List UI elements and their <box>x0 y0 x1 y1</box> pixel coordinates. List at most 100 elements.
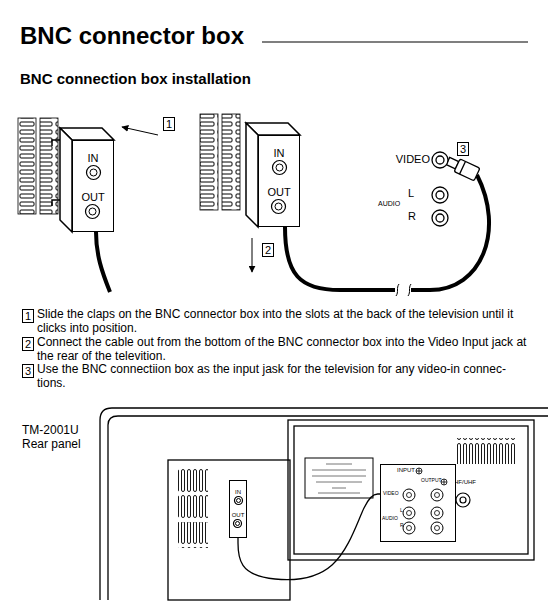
input-panel: INPUTOUTPUTVIDEOLAUDIOR <box>380 464 456 542</box>
step-number: 3 <box>22 364 34 378</box>
jack-label: IN <box>88 152 99 164</box>
jack-group: OUT <box>267 186 290 215</box>
jack-ring <box>403 507 415 519</box>
jack-center <box>407 493 412 498</box>
step-text: Slide the claps on the BNC connector box… <box>37 308 532 336</box>
rca-jacks-part <box>436 214 444 222</box>
jack-label: VIDEO <box>370 153 430 166</box>
notice-plate-part <box>312 464 366 493</box>
step-number: 2 <box>22 337 34 351</box>
jack-group: IN <box>271 147 288 176</box>
notice-plate-part-part <box>326 464 352 465</box>
bnc-jack <box>85 164 102 181</box>
rca-jacks-part <box>436 156 444 164</box>
step-text: Use the BNC connectiion box as the input… <box>37 363 532 391</box>
title-rule <box>262 42 528 43</box>
tv-rear-outline-part <box>100 408 548 600</box>
rca-jack <box>431 522 443 534</box>
jack-ring <box>272 161 286 175</box>
section-heading: BNC connection box installation <box>20 70 251 87</box>
jack-ring <box>86 166 100 180</box>
jack-ring <box>431 522 443 534</box>
bnc-box-body-left <box>52 128 114 232</box>
jack-center <box>236 499 240 503</box>
jack-label: R <box>408 210 416 223</box>
tv-slots-middle-part <box>200 114 218 210</box>
callout-number: 1 <box>163 117 175 131</box>
video-cable <box>285 175 489 290</box>
jack-center <box>236 522 240 526</box>
jack-center <box>435 511 440 516</box>
notice-plate-part <box>305 458 373 498</box>
notice-plate <box>305 458 373 498</box>
jack-ring <box>403 522 415 534</box>
jack-center <box>407 526 412 531</box>
jack-label: VIDEO <box>383 491 399 497</box>
rca-jack <box>403 507 415 519</box>
jack-center <box>90 169 97 176</box>
video-plug-part <box>454 159 480 181</box>
vents-part <box>455 438 515 464</box>
bnc-connector-box: INOUT <box>229 480 247 538</box>
callout-number: 3 <box>457 142 469 156</box>
step-text: Connect the cable out from the bottom of… <box>37 336 532 364</box>
callout-number: 2 <box>262 243 274 257</box>
tv-slots-left-part <box>18 118 36 214</box>
notice-plate-part-part <box>316 482 362 483</box>
jack-center <box>276 164 283 171</box>
rca-jacks-part <box>432 187 448 203</box>
jack-group: IN <box>85 152 102 181</box>
jack-label: AUDIO <box>378 200 400 208</box>
panel-jacks <box>381 465 457 543</box>
tv-rear-outline-part <box>294 426 528 554</box>
video-cable-part <box>411 175 489 290</box>
vhf-uhf-jack <box>456 493 470 507</box>
bnc-box-body-left-part <box>52 140 60 206</box>
ground-symbol <box>416 468 422 474</box>
notice-plate-part-part <box>332 488 346 489</box>
bnc-jack <box>84 203 101 220</box>
cable-left-part <box>96 232 110 292</box>
vents-part <box>178 466 208 518</box>
jack-label: OUTPUT <box>421 478 442 484</box>
symbol-ring <box>441 479 447 485</box>
step-number: 1 <box>22 309 34 323</box>
jack-ring <box>234 497 242 505</box>
notice-plate-part-part <box>312 476 366 477</box>
jack-ring <box>403 489 415 501</box>
jack-group: OUT <box>81 191 104 220</box>
symbol-ring <box>416 468 422 474</box>
cable-break-part <box>408 284 411 296</box>
jack-label: AUDIO <box>382 516 398 522</box>
page-title: BNC connector box <box>20 22 244 50</box>
jack-ring <box>272 199 286 213</box>
jack-label: INPUT <box>397 467 415 474</box>
down-arrow <box>252 238 253 272</box>
video-cable-part <box>285 227 395 290</box>
jack-ring <box>431 507 443 519</box>
jack-label: R <box>400 523 404 529</box>
down-arrow-part <box>252 238 253 272</box>
tv-slots-middle-part <box>222 114 240 210</box>
bnc-box-body-middle <box>246 123 300 227</box>
jack-label: OUT <box>232 512 245 519</box>
bnc-connector-box: IN OUT <box>258 135 300 227</box>
cable-left <box>96 232 110 292</box>
video-plug-part <box>460 161 466 174</box>
bnc-jack <box>270 198 287 215</box>
jack-label: OUT <box>267 186 290 198</box>
tv-slots-middle <box>200 114 240 210</box>
bnc-box-body-left-part <box>60 128 72 232</box>
vents-part <box>178 522 208 548</box>
bnc-jack <box>232 518 243 529</box>
jack-center <box>435 493 440 498</box>
panel-caption: TM-2001U Rear panel <box>22 424 100 452</box>
cable-break <box>396 284 411 296</box>
rca-jacks-part <box>432 152 448 168</box>
jack-ring <box>86 204 100 218</box>
rca-jack <box>403 489 415 501</box>
jack-label: OUT <box>81 191 104 203</box>
